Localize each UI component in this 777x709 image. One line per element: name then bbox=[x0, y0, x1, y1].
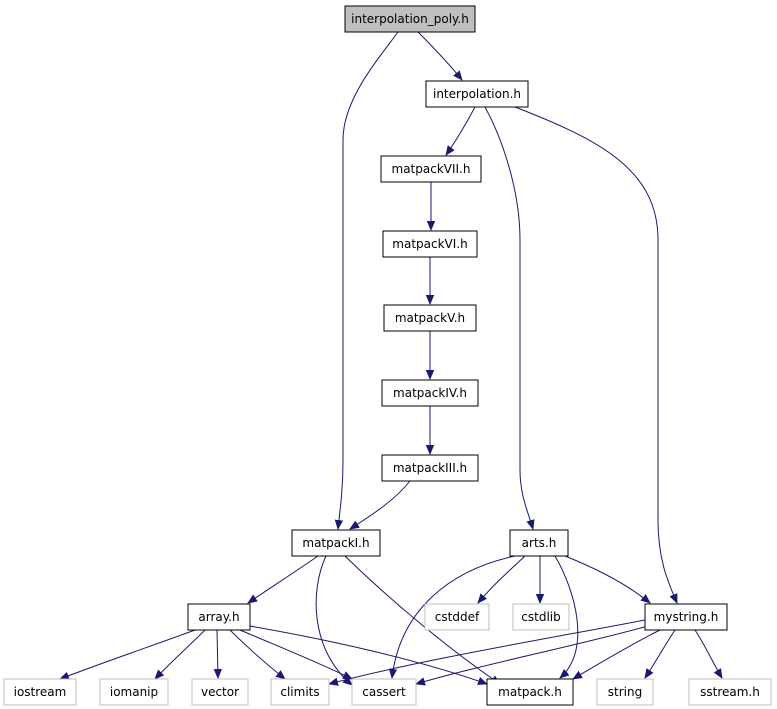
edge-array-to-vector bbox=[213, 629, 223, 679]
node-label-interpolation: interpolation.h bbox=[433, 87, 521, 101]
node-box-matpackIII bbox=[381, 454, 479, 482]
edge-interpolation_poly-to-matpackI bbox=[334, 31, 399, 530]
node-label-vector: vector bbox=[201, 685, 239, 699]
node-matpackVII[interactable]: matpackVII.h bbox=[380, 155, 482, 183]
node-label-matpackIV: matpackIV.h bbox=[393, 386, 467, 400]
node-box-array bbox=[187, 603, 251, 631]
edge-interpolation-to-matpackVII bbox=[445, 106, 476, 156]
node-climits: climits bbox=[270, 678, 330, 706]
node-cassert: cassert bbox=[351, 678, 417, 706]
node-label-array: array.h bbox=[198, 610, 239, 624]
node-box-matpackVI bbox=[382, 230, 478, 258]
node-box-interpolation_poly bbox=[344, 5, 476, 33]
node-cstdlib: cstdlib bbox=[512, 603, 570, 631]
node-box-matpackIV bbox=[381, 379, 479, 407]
node-matpackIV[interactable]: matpackIV.h bbox=[381, 379, 479, 407]
edge-interpolation-to-mystring bbox=[514, 106, 678, 604]
node-box-matpackVII bbox=[380, 155, 482, 183]
node-matpackI[interactable]: matpackI.h bbox=[291, 529, 381, 557]
edge-matpackI-to-array bbox=[247, 555, 319, 604]
node-box-matpackI bbox=[291, 529, 381, 557]
edge-mystring-to-matpack bbox=[572, 629, 661, 680]
node-label-matpackVII: matpackVII.h bbox=[392, 162, 471, 176]
node-label-cstddef: cstddef bbox=[435, 610, 480, 624]
node-label-matpackV: matpackV.h bbox=[395, 311, 465, 325]
node-box-climits bbox=[270, 678, 330, 706]
edge-mystring-to-cassert bbox=[415, 625, 649, 686]
node-label-mystring: mystring.h bbox=[654, 610, 719, 624]
node-label-climits: climits bbox=[280, 685, 319, 699]
node-box-interpolation bbox=[425, 80, 529, 108]
edge-array-to-matpack bbox=[249, 625, 488, 685]
node-matpack[interactable]: matpack.h bbox=[486, 678, 574, 706]
node-sstream: sstream.h bbox=[688, 678, 772, 706]
edge-array-to-iomanip bbox=[154, 629, 206, 680]
node-box-string bbox=[596, 678, 654, 706]
edge-interpolation_poly-to-interpolation bbox=[417, 31, 463, 81]
edge-interpolation-to-arts bbox=[484, 106, 535, 530]
node-interpolation_poly[interactable]: interpolation_poly.h bbox=[344, 5, 476, 33]
node-label-iomanip: iomanip bbox=[110, 685, 158, 699]
edge-array-to-iostream bbox=[59, 629, 196, 680]
node-cstddef: cstddef bbox=[424, 603, 490, 631]
node-matpackV[interactable]: matpackV.h bbox=[383, 304, 477, 332]
node-iomanip: iomanip bbox=[99, 678, 169, 706]
edge-array-to-cassert bbox=[239, 629, 353, 680]
edge-array-to-climits bbox=[229, 629, 286, 680]
node-mystring[interactable]: mystring.h bbox=[644, 603, 728, 631]
node-label-matpackIII: matpackIII.h bbox=[393, 461, 467, 475]
node-box-iostream bbox=[3, 678, 77, 706]
edge-mystring-to-sstream bbox=[694, 629, 723, 679]
node-string: string bbox=[596, 678, 654, 706]
node-box-cstdlib bbox=[512, 603, 570, 631]
edge-arts-to-matpack bbox=[554, 555, 579, 679]
edge-matpackI-to-cassert bbox=[315, 555, 353, 686]
node-box-matpack bbox=[486, 678, 574, 706]
node-label-matpackVI: matpackVI.h bbox=[392, 237, 467, 251]
node-interpolation[interactable]: interpolation.h bbox=[425, 80, 529, 108]
node-label-cstdlib: cstdlib bbox=[521, 610, 560, 624]
edge-mystring-to-climits bbox=[328, 619, 646, 686]
node-matpackVI[interactable]: matpackVI.h bbox=[382, 230, 478, 258]
node-label-interpolation_poly: interpolation_poly.h bbox=[351, 12, 469, 26]
node-box-matpackV bbox=[383, 304, 477, 332]
edge-matpackI-to-matpack bbox=[344, 555, 501, 685]
node-label-matpack: matpack.h bbox=[498, 685, 562, 699]
node-box-vector bbox=[191, 678, 249, 706]
node-label-arts: arts.h bbox=[522, 536, 557, 550]
node-box-arts bbox=[509, 529, 569, 557]
edge-mystring-to-string bbox=[644, 629, 676, 679]
node-array[interactable]: array.h bbox=[187, 603, 251, 631]
node-label-matpackI: matpackI.h bbox=[302, 536, 369, 550]
node-arts[interactable]: arts.h bbox=[509, 529, 569, 557]
node-box-cassert bbox=[351, 678, 417, 706]
node-label-sstream: sstream.h bbox=[700, 685, 760, 699]
node-box-cstddef bbox=[424, 603, 490, 631]
node-box-mystring bbox=[644, 603, 728, 631]
node-label-cassert: cassert bbox=[362, 685, 406, 699]
node-iostream: iostream bbox=[3, 678, 77, 706]
edge-arts-to-mystring bbox=[564, 555, 651, 604]
node-box-iomanip bbox=[99, 678, 169, 706]
node-matpackIII[interactable]: matpackIII.h bbox=[381, 454, 479, 482]
edge-arts-to-cstddef bbox=[477, 555, 526, 604]
edge-arts-to-cassert bbox=[388, 555, 516, 679]
node-label-string: string bbox=[608, 685, 642, 699]
node-box-sstream bbox=[688, 678, 772, 706]
node-vector: vector bbox=[191, 678, 249, 706]
node-label-iostream: iostream bbox=[14, 685, 67, 699]
edge-matpackIII-to-matpackI bbox=[349, 480, 411, 530]
